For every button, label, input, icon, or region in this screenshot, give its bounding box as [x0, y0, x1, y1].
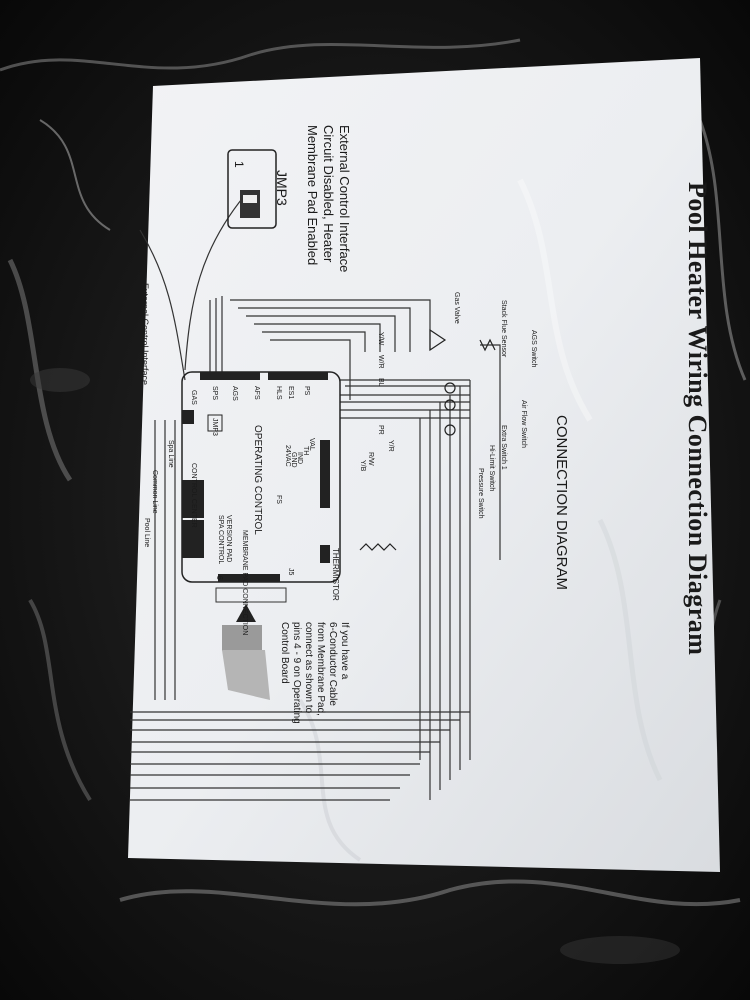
external-interface-label: External Control Interface [140, 283, 150, 386]
board-label-ags: AGS [231, 386, 238, 401]
external-note-line-1: External Control Interface [337, 125, 352, 273]
connection-diagram-subtitle: CONNECTION DIAGRAM [553, 415, 570, 591]
external-note-line-3: Membrane Pad Enabled [305, 125, 320, 266]
gas-valve-label: Gas Valve [453, 292, 460, 324]
air-flow-switch-label: Air Flow Switch [520, 400, 527, 448]
board-label-control-center: CONTROL CENTER [190, 463, 197, 528]
plastic-bag-highlights [0, 38, 747, 964]
cable-note-line-6: Control Board [279, 622, 290, 684]
wiring-lines [130, 194, 501, 801]
jmp3-inset [227, 149, 277, 229]
wire-color-bl: BL [377, 378, 384, 387]
jmp3-pin-one: 1 [232, 161, 246, 168]
cable-note-line-1: If you have a [339, 622, 350, 680]
membrane-pad-cable [215, 587, 287, 700]
connector-blocks [182, 372, 330, 582]
board-label-24vac: 24VAC [284, 445, 291, 467]
wire-color-pr: PR [377, 425, 384, 435]
pressure-switch-label: Pressure Switch [477, 468, 484, 519]
spa-line-label: Spa Line [167, 440, 174, 468]
external-note-line-2: Circuit Disabled, Heater [321, 125, 336, 263]
common-line-label: Common Line [151, 470, 158, 514]
wire-color-wr: W/R [377, 355, 384, 369]
board-label-gas: GAS [190, 390, 197, 405]
thermistor-label: THERMISTOR [331, 548, 340, 601]
operating-control-label: OPERATING CONTROL [252, 425, 263, 535]
board-label-afs: AFS [253, 386, 260, 400]
ags-switch-label: AGS Switch [530, 330, 537, 368]
board-label-spa-control: SPA CONTROL [217, 515, 224, 565]
cable-note-line-2: 6-Conductor Cable [327, 622, 338, 706]
board-label-fs: FS [275, 495, 282, 504]
cable-note-line-4: connect as shown to [303, 622, 314, 714]
board-label-j5: J5 [287, 568, 294, 576]
board-label-jmp3: JMP3 [211, 418, 218, 436]
cable-note-line-3: from Membrane Pad, [315, 622, 326, 716]
wire-color-yw: Y/W [377, 332, 384, 346]
jmp3-label: JMP3 [274, 170, 290, 206]
page-title: Pool Heater Wiring Connection Diagram [683, 182, 712, 656]
wire-color-yr: Y/R [387, 440, 394, 452]
board-label-sps: SPS [211, 386, 218, 401]
board-label-membrane-pad: MEMBRANE PAD CONNECTION [241, 530, 248, 636]
diagram-paper [128, 58, 720, 872]
cable-note-line-5: pins 4 - 9 on Operating [291, 622, 302, 724]
wire-color-yb: Y/B [359, 460, 366, 472]
switch-symbols [359, 328, 496, 551]
board-label-pin-9: 9 [216, 575, 225, 580]
board-label-ps: PS [303, 386, 310, 396]
pool-line-label: Pool Line [143, 518, 150, 548]
stack-flue-sensor-label: Stack Flue Sensor [500, 300, 507, 358]
